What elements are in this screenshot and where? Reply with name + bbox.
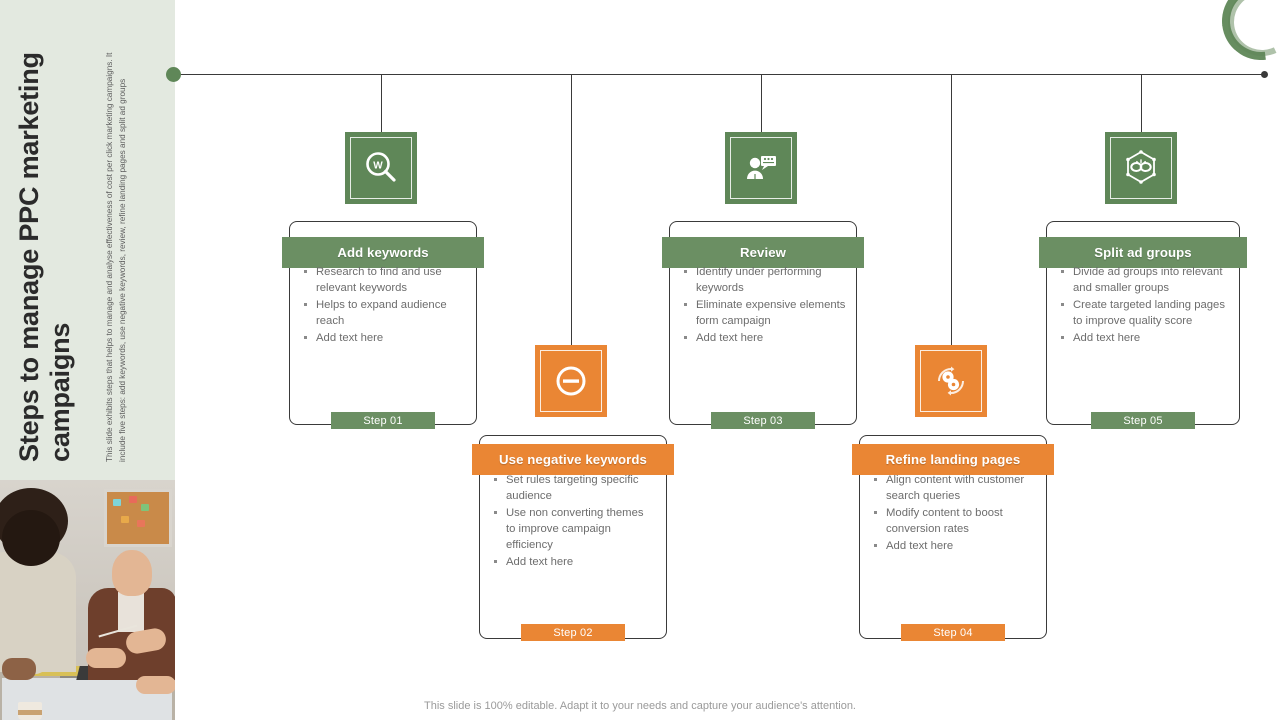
team-meeting-photo [0,480,175,720]
card-step-04[interactable]: Refine landing pages Align content with … [852,435,1054,641]
list-item: Divide ad groups into relevant and small… [1057,264,1229,296]
card-step-05[interactable]: Split ad groups Divide ad groups into re… [1039,221,1247,429]
list-item: Identify under performing keywords [680,264,846,296]
timeline-axis [178,74,1266,76]
list-item: Set rules targeting specific audience [490,472,656,504]
list-item: Add text here [300,330,466,346]
step-badge-04: Step 04 [901,624,1005,641]
list-item: Add text here [1057,330,1229,346]
list-item: Research to find and use relevant keywor… [300,264,466,296]
card-step-02[interactable]: Use negative keywords Set rules targetin… [472,435,674,641]
connector-step-05 [1141,74,1143,132]
icon-box-step-05 [1105,132,1177,204]
magnifier-w-icon: W [366,152,396,182]
card-title-step-01: Add keywords [282,237,484,268]
connector-step-02 [571,74,573,345]
connector-step-03 [761,74,763,132]
svg-text:W: W [373,161,383,172]
timeline-end-dot [1261,71,1268,78]
list-item: Add text here [490,554,656,570]
left-title-panel: Steps to manage PPC marketing campaigns … [0,0,175,480]
step-badge-01: Step 01 [331,412,435,429]
gears-refresh-icon [938,366,964,396]
card-step-01[interactable]: Add keywords Research to find and use re… [282,221,484,429]
no-entry-icon [556,366,586,396]
step-badge-02: Step 02 [521,624,625,641]
list-item: Eliminate expensive elements form campai… [680,297,846,329]
card-title-step-05: Split ad groups [1039,237,1247,268]
person-review-icon [747,156,776,179]
hexagon-broken-link-icon [1126,150,1156,184]
icon-box-step-01: W [345,132,417,204]
connector-step-01 [381,74,383,132]
card-title-step-02: Use negative keywords [472,444,674,475]
step-badge-03: Step 03 [711,412,815,429]
icon-box-step-03 [725,132,797,204]
list-item: Use non converting themes to improve cam… [490,505,656,553]
left-rotated-text-wrap: Steps to manage PPC marketing campaigns … [0,0,175,480]
card-bullets-step-05: Divide ad groups into relevant and small… [1047,222,1239,357]
page-title: Steps to manage PPC marketing campaigns [14,52,76,462]
card-title-step-04: Refine landing pages [852,444,1054,475]
icon-box-step-02 [535,345,607,417]
card-bullets-step-04: Align content with customer search queri… [860,436,1046,565]
card-bullets-step-01: Research to find and use relevant keywor… [290,222,476,357]
footer-note: This slide is 100% editable. Adapt it to… [424,700,856,712]
list-item: Add text here [680,330,846,346]
icon-box-step-04 [915,345,987,417]
timeline-start-dot [166,67,181,82]
list-item: Helps to expand audience reach [300,297,466,329]
list-item: Align content with customer search queri… [870,472,1036,504]
card-step-03[interactable]: Review Identify under performing keyword… [662,221,864,429]
decorative-ring-icon [1206,0,1280,76]
page-subtitle: This slide exhibits steps that helps to … [105,52,128,462]
card-bullets-step-02: Set rules targeting specific audience Us… [480,436,666,581]
list-item: Modify content to boost conversion rates [870,505,1036,537]
connector-step-04 [951,74,953,345]
card-title-step-03: Review [662,237,864,268]
list-item: Add text here [870,538,1036,554]
card-bullets-step-03: Identify under performing keywords Elimi… [670,222,856,357]
list-item: Create targeted landing pages to improve… [1057,297,1229,329]
step-badge-05: Step 05 [1091,412,1195,429]
